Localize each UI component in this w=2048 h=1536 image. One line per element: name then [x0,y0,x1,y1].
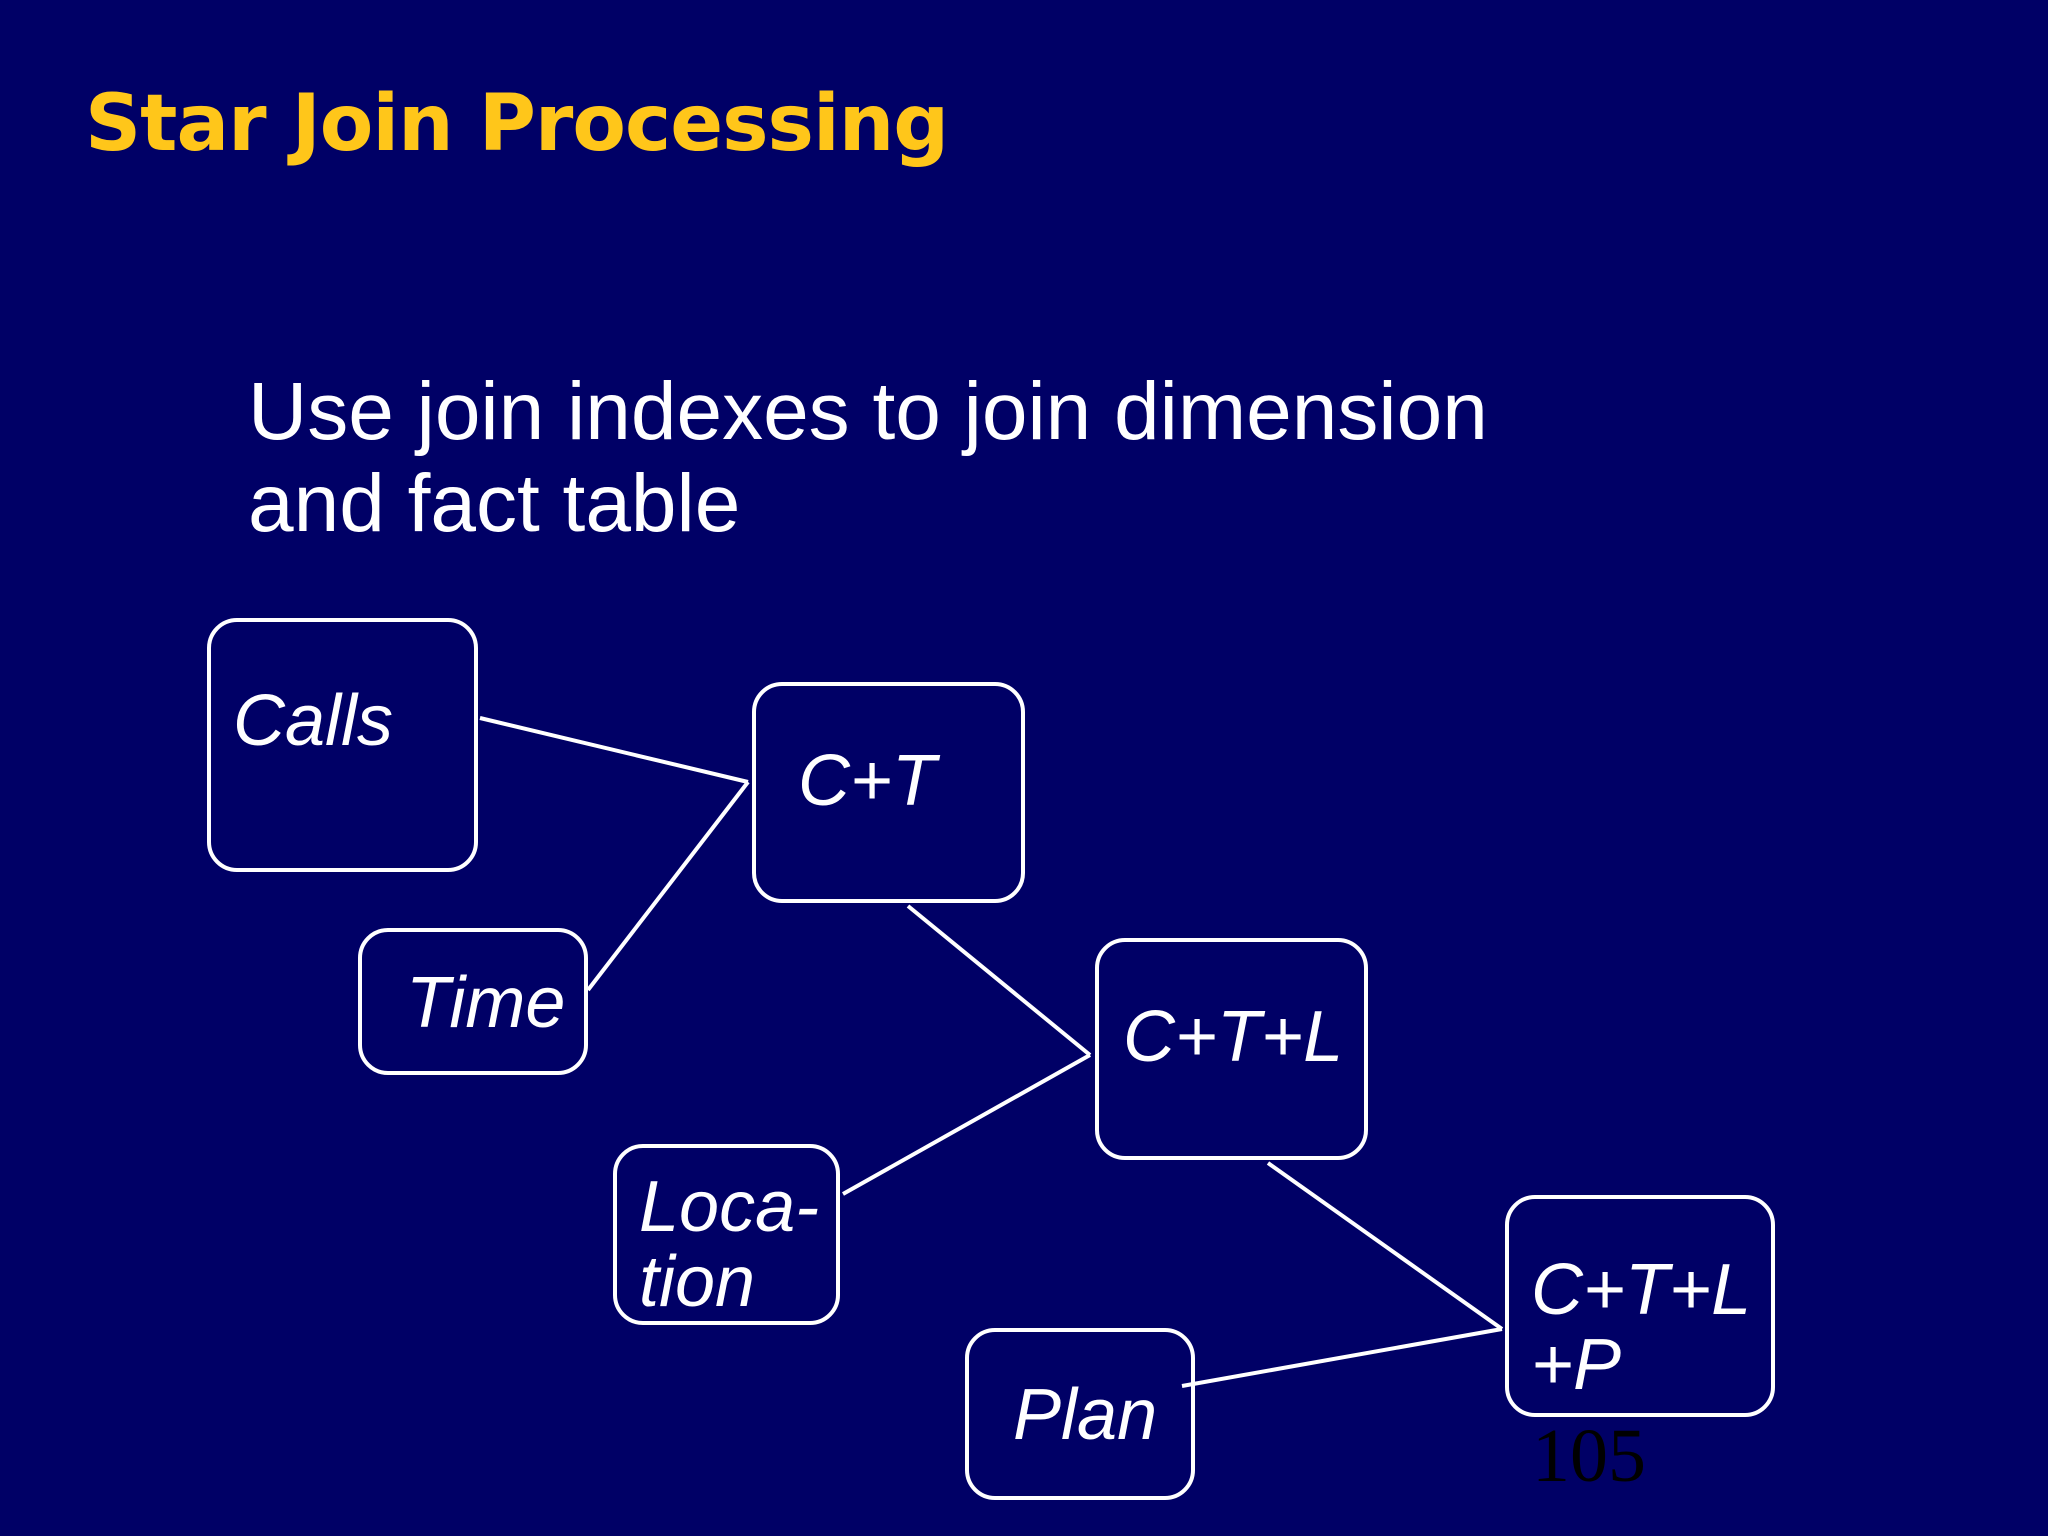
node-c-plus-t-plus-l-plus-p-label: C+T+L +P [1531,1250,1752,1405]
node-location[interactable]: Loca- tion [613,1144,840,1325]
node-c-plus-t-label: C+T [798,741,937,821]
node-calls-label: Calls [233,681,394,761]
node-plan[interactable]: Plan [965,1328,1195,1500]
node-time[interactable]: Time [358,928,588,1075]
body-text-line-1: Use join indexes to join dimension [248,366,1488,457]
edge-ct-to-ctl [906,904,1092,1057]
node-time-label: Time [406,963,566,1043]
body-text: Use join indexes to join dimension and f… [248,366,1888,550]
edge-calls-to-ct [479,716,749,784]
node-c-plus-t-plus-l[interactable]: C+T+L [1095,938,1368,1160]
node-c-plus-t-plus-l-plus-p[interactable]: C+T+L +P [1505,1195,1775,1417]
page-number: 105 [1532,1414,1646,1498]
node-calls[interactable]: Calls [207,618,478,872]
node-location-label: Loca- tion [639,1167,820,1322]
node-c-plus-t[interactable]: C+T [752,682,1025,903]
page-title: Star Join Processing [85,79,949,169]
body-text-line-2: and fact table [248,457,741,549]
node-c-plus-t-plus-l-label: C+T+L [1123,997,1344,1077]
node-plan-label: Plan [1013,1375,1158,1455]
edge-location-to-ctl [842,1053,1091,1196]
edge-time-to-ct [586,780,750,992]
edge-plan-to-ctlp [1181,1327,1503,1388]
edge-ctl-to-ctlp [1266,1161,1504,1331]
